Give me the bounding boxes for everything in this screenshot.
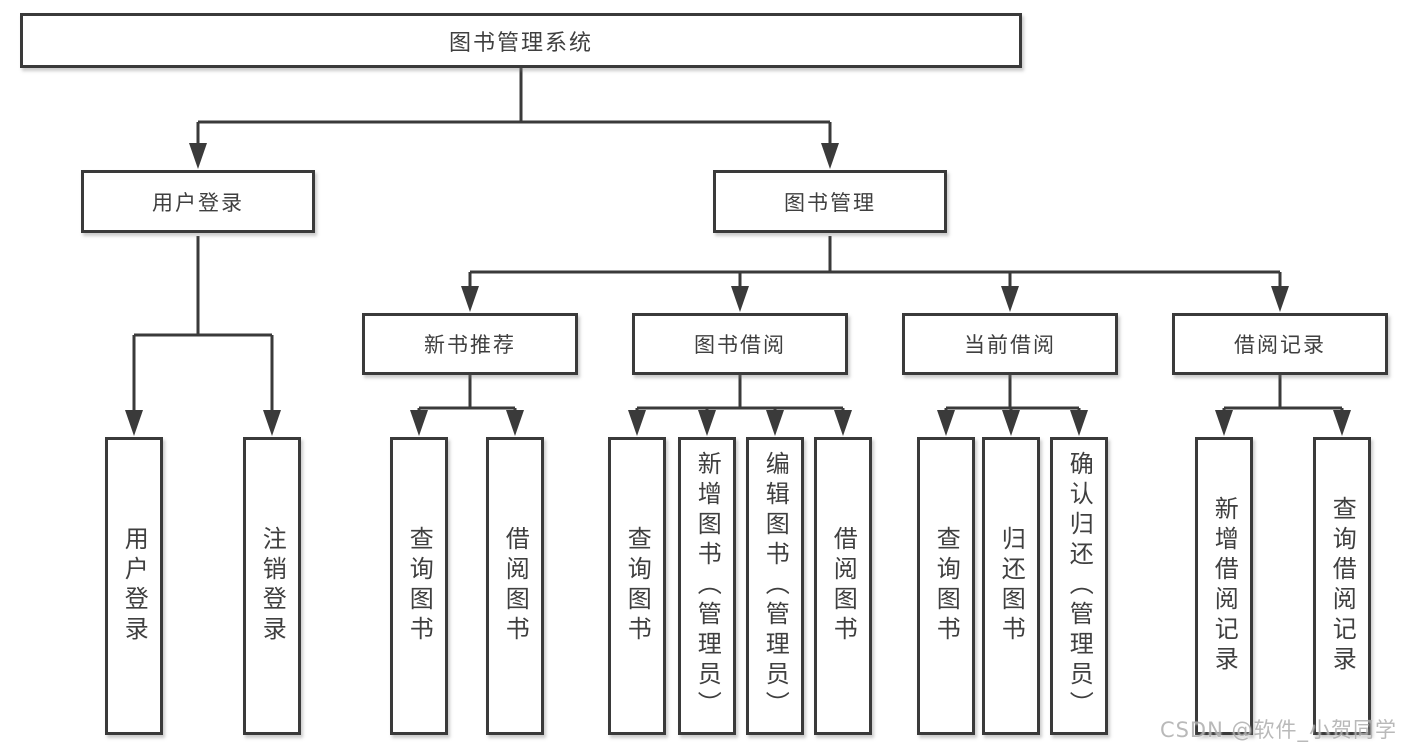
node-label: 图书管理系统 (448, 30, 593, 56)
node-label: 新书推荐 (424, 333, 516, 357)
node-label: 图书管理 (784, 190, 876, 215)
node-book-management: 图书管理 (713, 170, 947, 233)
node-label: 归还图书 (997, 526, 1026, 646)
leaf-user-login: 用户登录 (105, 437, 163, 735)
node-label: 查询图书 (405, 526, 434, 646)
node-label: 用户登录 (120, 526, 149, 646)
node-label: 当前借阅 (964, 333, 1056, 357)
leaf-nbr-query-books: 查询图书 (390, 437, 448, 735)
leaf-bb-add-books-admin: 新增图书（管理员） (678, 437, 736, 735)
leaf-cb-return-books: 归还图书 (982, 437, 1040, 735)
node-current-borrowing: 当前借阅 (902, 313, 1118, 375)
leaf-bb-borrow-books: 借阅图书 (814, 437, 872, 735)
node-label: 用户登录 (152, 190, 244, 215)
node-label: 新增图书（管理员） (693, 451, 722, 721)
node-label: 查询图书 (932, 526, 961, 646)
node-label: 查询图书 (623, 526, 652, 646)
node-user-login: 用户登录 (81, 170, 315, 233)
node-label: 图书借阅 (694, 333, 786, 357)
node-borrowing-records: 借阅记录 (1172, 313, 1388, 375)
node-root: 图书管理系统 (20, 13, 1022, 68)
leaf-cb-query-books: 查询图书 (917, 437, 975, 735)
leaf-br-add-record: 新增借阅记录 (1195, 437, 1253, 735)
node-label: 编辑图书（管理员） (761, 451, 790, 721)
leaf-bb-query-books: 查询图书 (608, 437, 666, 735)
leaf-cb-confirm-return-admin: 确认归还（管理员） (1050, 437, 1108, 735)
leaf-br-query-record: 查询借阅记录 (1313, 437, 1371, 735)
leaf-logout: 注销登录 (243, 437, 301, 735)
node-label: 注销登录 (258, 526, 287, 646)
node-label: 查询借阅记录 (1328, 496, 1357, 676)
leaf-bb-edit-books-admin: 编辑图书（管理员） (746, 437, 804, 735)
node-label: 借阅记录 (1234, 333, 1326, 357)
node-new-book-recommendation: 新书推荐 (362, 313, 578, 375)
node-book-borrowing: 图书借阅 (632, 313, 848, 375)
node-label: 确认归还（管理员） (1065, 451, 1094, 721)
node-label: 借阅图书 (501, 526, 530, 646)
leaf-nbr-borrow-books: 借阅图书 (486, 437, 544, 735)
watermark: CSDN @软件_小贺同学 (1159, 718, 1397, 742)
node-label: 借阅图书 (829, 526, 858, 646)
node-label: 新增借阅记录 (1210, 496, 1239, 676)
